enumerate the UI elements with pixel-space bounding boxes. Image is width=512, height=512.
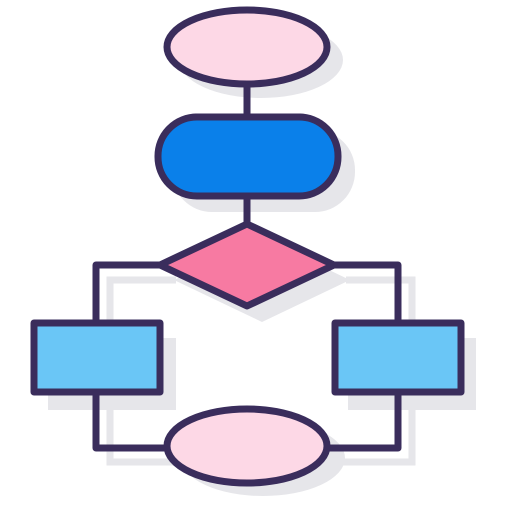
node-layer xyxy=(30,6,465,487)
connector-layer xyxy=(92,86,402,452)
decision-node xyxy=(156,220,338,310)
process-node xyxy=(154,113,342,200)
edge-decision-branch-right xyxy=(334,261,402,323)
branch-left-node xyxy=(30,319,164,396)
edge-branch-right-end xyxy=(326,392,402,452)
start-node xyxy=(163,6,331,88)
edge-branch-left-end xyxy=(92,392,168,452)
edge-decision-branch-left xyxy=(92,261,162,323)
connector-shadow-top xyxy=(106,276,416,338)
end-node xyxy=(163,405,331,487)
branch-right-node xyxy=(331,319,465,396)
